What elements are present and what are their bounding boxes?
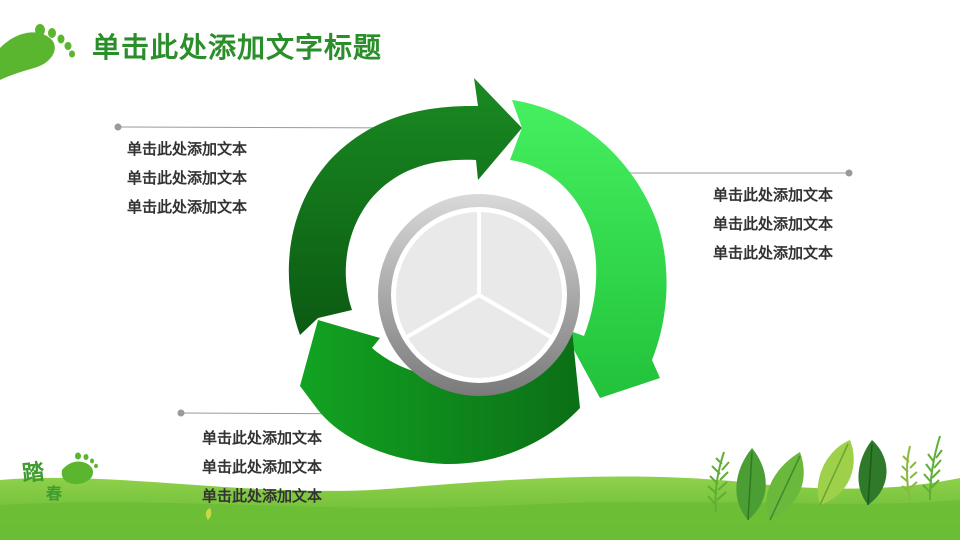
right-text-block[interactable]: 单击此处添加文本 单击此处添加文本 单击此处添加文本 [713,181,833,268]
cycle-arrow-light [510,100,667,398]
footprint-icon [0,24,75,80]
bottom-text-line-3: 单击此处添加文本 [202,487,323,505]
bottom-text-line-1: 单击此处添加文本 [202,429,323,447]
left-connector [117,126,407,129]
page-title[interactable]: 单击此处添加文字标题 [92,31,383,64]
logo-text-main: 踏 [20,458,46,488]
bottom-text-line-2: 单击此处添加文本 [202,458,323,476]
logo-text-sub: 春 [46,484,63,503]
center-pie [378,194,580,396]
leaf-decoration [707,435,943,521]
right-text-line-1: 单击此处添加文本 [713,186,834,204]
left-text-line-3: 单击此处添加文本 [127,198,248,216]
bottom-text-block[interactable]: 单击此处添加文本 单击此处添加文本 单击此处添加文本 [202,424,322,511]
right-text-line-3: 单击此处添加文本 [713,244,834,262]
right-text-line-2: 单击此处添加文本 [713,215,834,233]
left-text-block[interactable]: 单击此处添加文本 单击此处添加文本 单击此处添加文本 [127,135,247,222]
cycle-arrow-mid [300,320,580,465]
left-text-line-2: 单击此处添加文本 [127,169,248,187]
left-text-line-1: 单击此处添加文本 [127,140,248,158]
cycle-arrow-dark [288,78,522,335]
footprint-icon-small [61,452,98,484]
